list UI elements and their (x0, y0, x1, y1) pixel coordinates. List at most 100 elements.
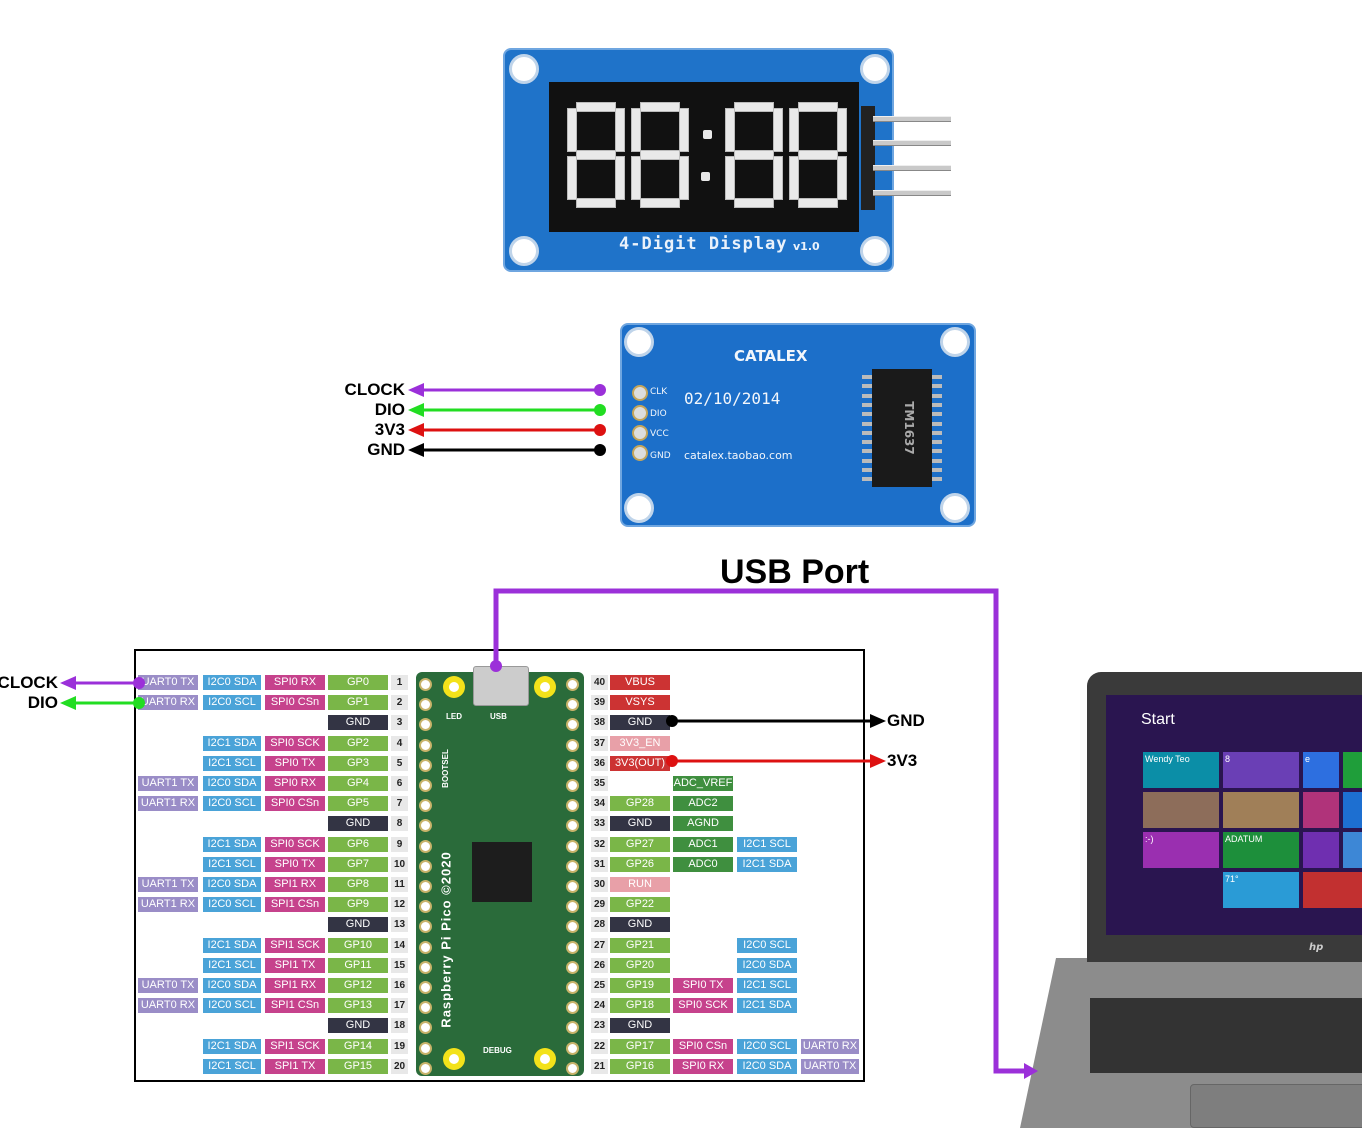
debug-label: DEBUG (483, 1046, 512, 1055)
pin-label: UART0 RX (138, 998, 198, 1014)
pin-number: 13 (391, 917, 408, 933)
start-tile[interactable] (1343, 832, 1362, 868)
display-segment (789, 156, 799, 200)
display-segment (576, 198, 616, 208)
display-segment (798, 150, 838, 160)
pin-label: I2C0 SCL (203, 998, 261, 1014)
pin-hole (419, 779, 432, 792)
module-dio-label: DIO (374, 400, 405, 419)
display-segment (734, 150, 774, 160)
pin-pad (632, 405, 648, 421)
chip-pin (932, 375, 942, 379)
pin-label: I2C0 SDA (203, 877, 261, 892)
display-segment (734, 198, 774, 208)
pin-number: 26 (591, 957, 608, 973)
chip-pin (932, 412, 942, 417)
mount-hole (940, 493, 970, 523)
pin-label: SPI1 RX (265, 877, 325, 892)
pin-number: 35 (591, 776, 608, 791)
pin-hole (566, 981, 579, 994)
pin-label: I2C1 SDA (203, 1038, 261, 1054)
pin-hole (419, 920, 432, 934)
colon-dot (701, 172, 710, 181)
pin-number: 34 (591, 796, 608, 812)
pin-label: I2C0 SDA (203, 675, 261, 690)
start-tile[interactable] (1143, 792, 1219, 828)
mount-hole (534, 676, 556, 698)
pin-label: SPI1 SCK (265, 1038, 325, 1054)
chip-pin (932, 430, 942, 435)
pin-label: I2C1 SCL (737, 836, 797, 852)
pin-hole (419, 718, 432, 732)
pin-hole (566, 839, 579, 853)
pico-dio-label: DIO (27, 693, 58, 712)
pin-label: GP12 (328, 978, 388, 993)
pin-label: UART0 TX (138, 978, 198, 993)
pin-label: GP17 (610, 1038, 670, 1054)
display-module-back: CATALEX 02/10/2014 catalex.taobao.com CL… (620, 323, 976, 527)
pin-label-gnd: GND (650, 451, 671, 461)
chip-pin (932, 477, 942, 482)
start-tile[interactable]: e (1303, 752, 1339, 788)
module-clock-label: CLOCK (344, 380, 405, 399)
start-tile[interactable]: Wendy Teo (1143, 752, 1219, 788)
pin-pad (632, 425, 648, 441)
pico-clock-wire-arrow (60, 676, 76, 690)
pin-label: GND (328, 715, 388, 731)
display-segment (567, 108, 577, 152)
pin-header-housing (861, 106, 875, 210)
start-tile[interactable] (1303, 872, 1362, 908)
pin-label: SPI0 TX (673, 978, 733, 993)
module-gnd-wire-endpoint (594, 444, 606, 456)
pin-label: GP26 (610, 856, 670, 872)
display-module-front: 4-Digit Display v1.0 (503, 48, 951, 272)
start-tile[interactable] (1303, 832, 1339, 868)
start-tile[interactable] (1303, 792, 1339, 828)
pin-number: 27 (591, 937, 608, 953)
display-version: v1.0 (793, 240, 820, 253)
display-segment (734, 102, 774, 112)
start-tile[interactable] (1343, 752, 1362, 788)
laptop-base (1020, 958, 1362, 1128)
pico-board: USB LED BOOTSEL DEBUG Raspberry Pi Pico … (416, 666, 584, 1076)
pin-number: 28 (591, 917, 608, 933)
usb-connector (473, 666, 529, 706)
pin-hole (566, 900, 579, 914)
pin-hole (419, 940, 432, 954)
pin-label: SPI1 TX (265, 957, 325, 973)
display-segment (631, 156, 641, 200)
start-tile[interactable]: 71° (1223, 872, 1299, 908)
pin-label: GP15 (328, 1058, 388, 1074)
pico-3v3-label: 3V3 (887, 751, 918, 770)
pin-hole (566, 678, 579, 691)
pin-label: 3V3_EN (610, 735, 670, 751)
pin-hole (566, 1001, 579, 1015)
chip-pin (932, 384, 942, 389)
pin-number: 30 (591, 877, 608, 892)
pin-label: GP3 (328, 755, 388, 771)
start-tile[interactable]: ADATUM (1223, 832, 1299, 868)
pin-label: I2C1 SCL (203, 1058, 261, 1074)
pin-label: GP7 (328, 856, 388, 872)
usb-label: USB (490, 712, 507, 721)
keyboard (1090, 998, 1362, 1073)
pin-hole (419, 819, 432, 833)
module-dio-wire-endpoint (594, 404, 606, 416)
pin-hole (419, 880, 432, 893)
touchpad (1190, 1084, 1362, 1128)
pin-number: 38 (591, 715, 608, 731)
start-tile[interactable] (1343, 792, 1362, 828)
pin-hole (419, 1041, 432, 1055)
display-segment (773, 156, 783, 200)
start-tile[interactable]: 8 (1223, 752, 1299, 788)
start-tile[interactable]: :-) (1143, 832, 1219, 868)
pin-label: GP22 (610, 897, 670, 913)
pico-clock-label: CLOCK (0, 673, 58, 692)
start-tile[interactable] (1223, 792, 1299, 828)
pin-label: I2C0 SCL (203, 897, 261, 913)
pin-label: AGND (673, 816, 733, 832)
header-pin (873, 165, 951, 171)
pin-label: GND (328, 1018, 388, 1034)
